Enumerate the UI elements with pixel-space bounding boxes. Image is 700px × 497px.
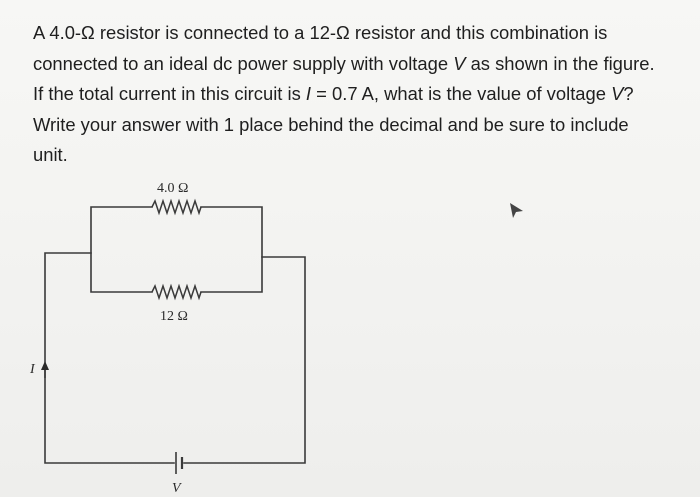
voltage-variable-2: V [611, 83, 624, 104]
question-line-4: Write your answer with 1 place behind th… [33, 113, 629, 135]
resistor-4-ohm-label: 4.0 Ω [157, 181, 188, 196]
current-variable: I [305, 83, 312, 104]
current-label: I [29, 362, 36, 377]
question-line-2-start: connected to an ideal dc power supply wi… [33, 52, 454, 74]
right-outer-wire [183, 256, 306, 464]
question-line-3-end: ? [623, 83, 634, 104]
source-voltage-label: V [172, 481, 182, 496]
top-branch-wire-right [200, 206, 263, 293]
top-branch-wire-left [90, 206, 153, 293]
question-line-2: connected to an ideal dc power supply wi… [33, 49, 698, 80]
question-line-3-start: If the total current in this circuit is [33, 83, 306, 104]
resistor-4-ohm [151, 198, 202, 216]
current-arrow-icon [41, 361, 49, 370]
question-line-5: unit. [33, 144, 68, 165]
resistor-12-ohm [151, 283, 202, 301]
question-line-1: A 4.0-Ω resistor is connected to a 12-Ω … [33, 22, 608, 43]
question-text: A 4.0-Ω resistor is connected to a 12-Ω … [33, 18, 698, 171]
left-outer-wire [44, 252, 175, 464]
question-line-3-middle: = 0.7 A, what is the value of voltage [311, 83, 612, 104]
question-line-3: If the total current in this circuit is … [33, 79, 698, 110]
resistor-12-ohm-label: 12 Ω [160, 309, 188, 324]
voltage-variable: V [453, 52, 466, 74]
mouse-cursor-icon [510, 203, 523, 218]
question-line-2-end: as shown in the figure. [465, 52, 655, 74]
